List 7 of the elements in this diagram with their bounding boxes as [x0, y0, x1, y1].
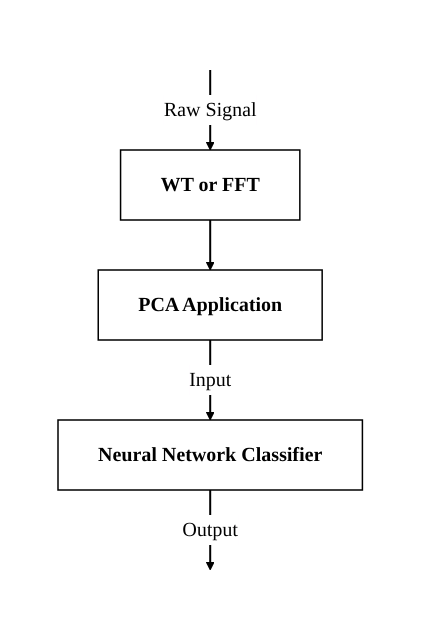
node-box: WT or FFT	[120, 148, 301, 220]
node-box: Neural Network Classifier	[58, 418, 364, 490]
edge-label: Input	[189, 368, 232, 390]
edge-label: Raw Signal	[164, 98, 257, 120]
edge-label: Output	[182, 518, 238, 540]
arrow	[206, 220, 215, 270]
node-box: PCA Application	[98, 268, 324, 340]
